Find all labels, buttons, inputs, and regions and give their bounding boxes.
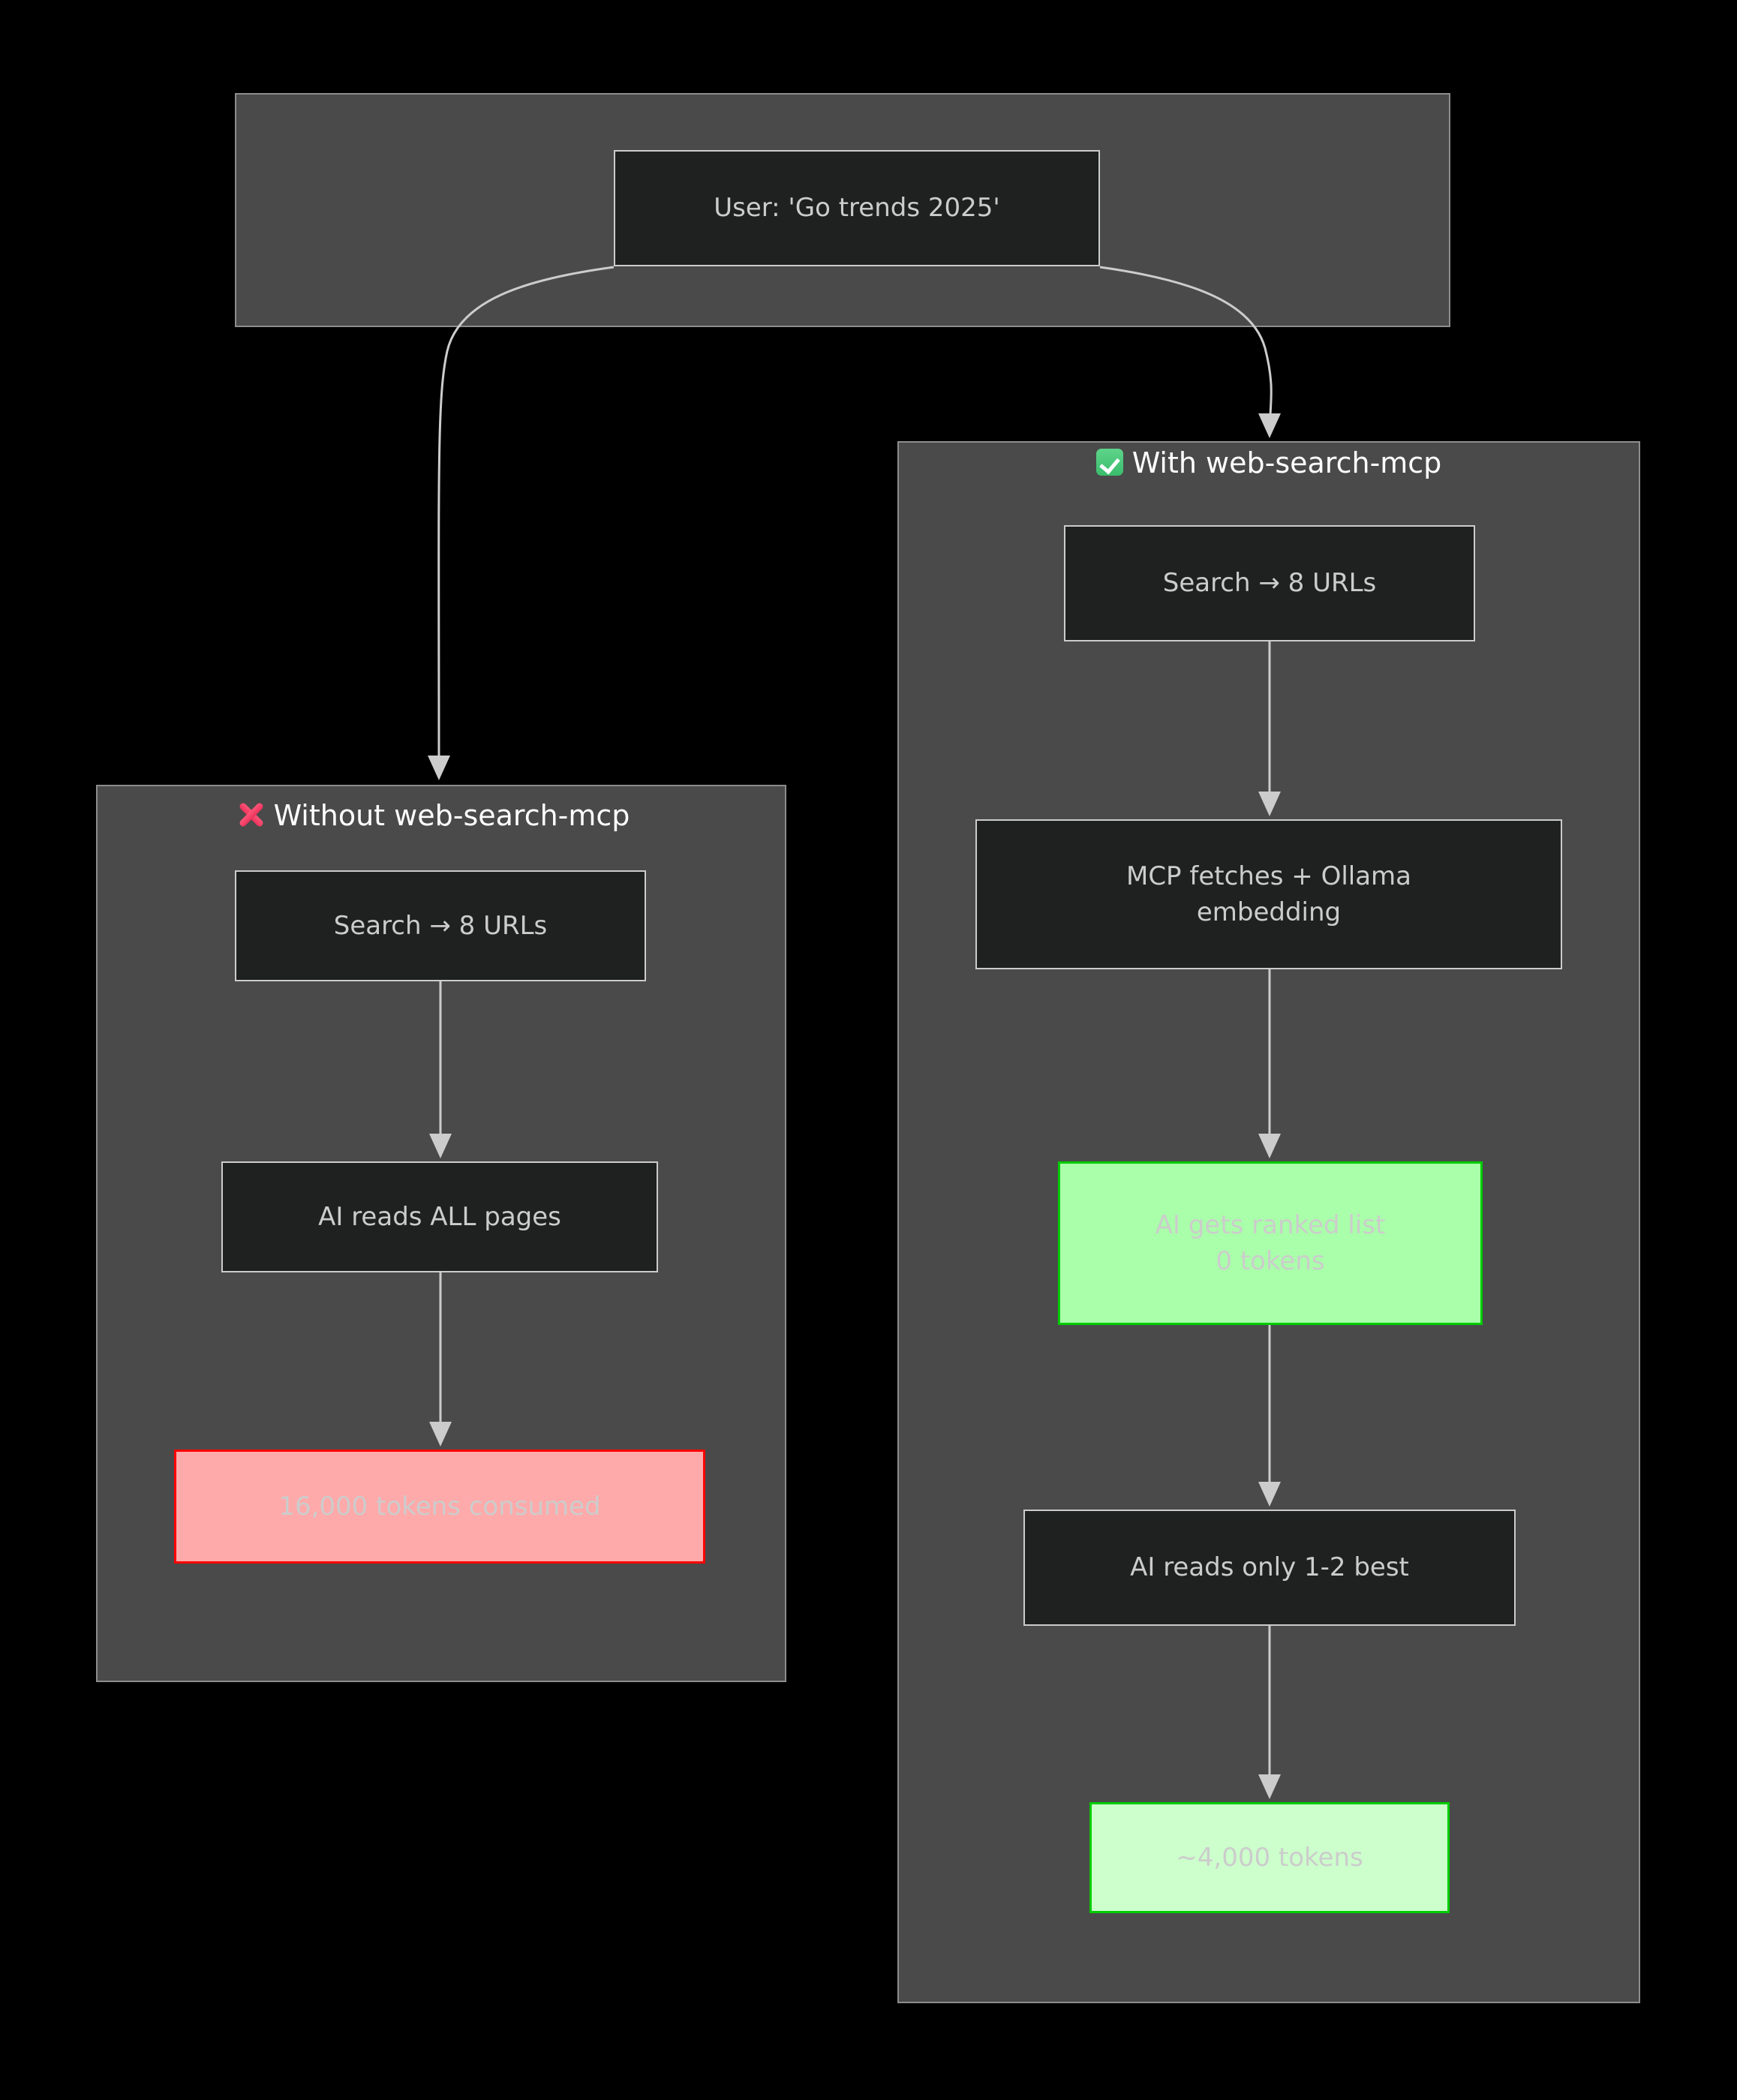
node-tokens-consumed[interactable]: 16,000 tokens consumed (174, 1450, 705, 1564)
subgraph-with-mcp-title: With web-search-mcp (897, 444, 1640, 482)
node-ai-gets-ranked-list[interactable]: AI gets ranked list 0 tokens (1058, 1161, 1483, 1325)
node-tokens-saved-label: ~4,000 tokens (1176, 1842, 1363, 1873)
node-search-with-label: Search → 8 URLs (1162, 568, 1377, 599)
node-ai-reads-best[interactable]: AI reads only 1-2 best (1023, 1510, 1516, 1626)
node-mcp-fetches-embedding-label: MCP fetches + Ollama embedding (1125, 861, 1412, 927)
subgraph-without-mcp-title-text: Without web-search-mcp (273, 799, 630, 832)
node-search-without[interactable]: Search → 8 URLs (235, 870, 646, 981)
node-search-without-label: Search → 8 URLs (333, 910, 548, 941)
node-search-with[interactable]: Search → 8 URLs (1064, 525, 1475, 641)
subgraph-without-mcp-title: Without web-search-mcp (224, 797, 644, 835)
node-ai-reads-all-pages-label: AI reads ALL pages (318, 1201, 561, 1232)
node-ai-gets-ranked-list-label: AI gets ranked list 0 tokens (1155, 1209, 1386, 1276)
cross-mark-icon (238, 801, 265, 828)
node-user-query[interactable]: User: 'Go trends 2025' (614, 150, 1100, 266)
edge-user-to-search-without (427, 266, 615, 780)
node-ai-reads-all-pages[interactable]: AI reads ALL pages (221, 1161, 658, 1272)
node-user-query-label: User: 'Go trends 2025' (714, 193, 1000, 224)
subgraph-with-mcp-title-text: With web-search-mcp (1131, 446, 1442, 479)
check-mark-icon (1095, 449, 1123, 476)
node-tokens-saved[interactable]: ~4,000 tokens (1089, 1802, 1450, 1913)
node-ai-reads-best-label: AI reads only 1-2 best (1130, 1552, 1409, 1583)
node-tokens-consumed-label: 16,000 tokens consumed (278, 1491, 601, 1522)
node-mcp-fetches-embedding[interactable]: MCP fetches + Ollama embedding (975, 819, 1562, 969)
